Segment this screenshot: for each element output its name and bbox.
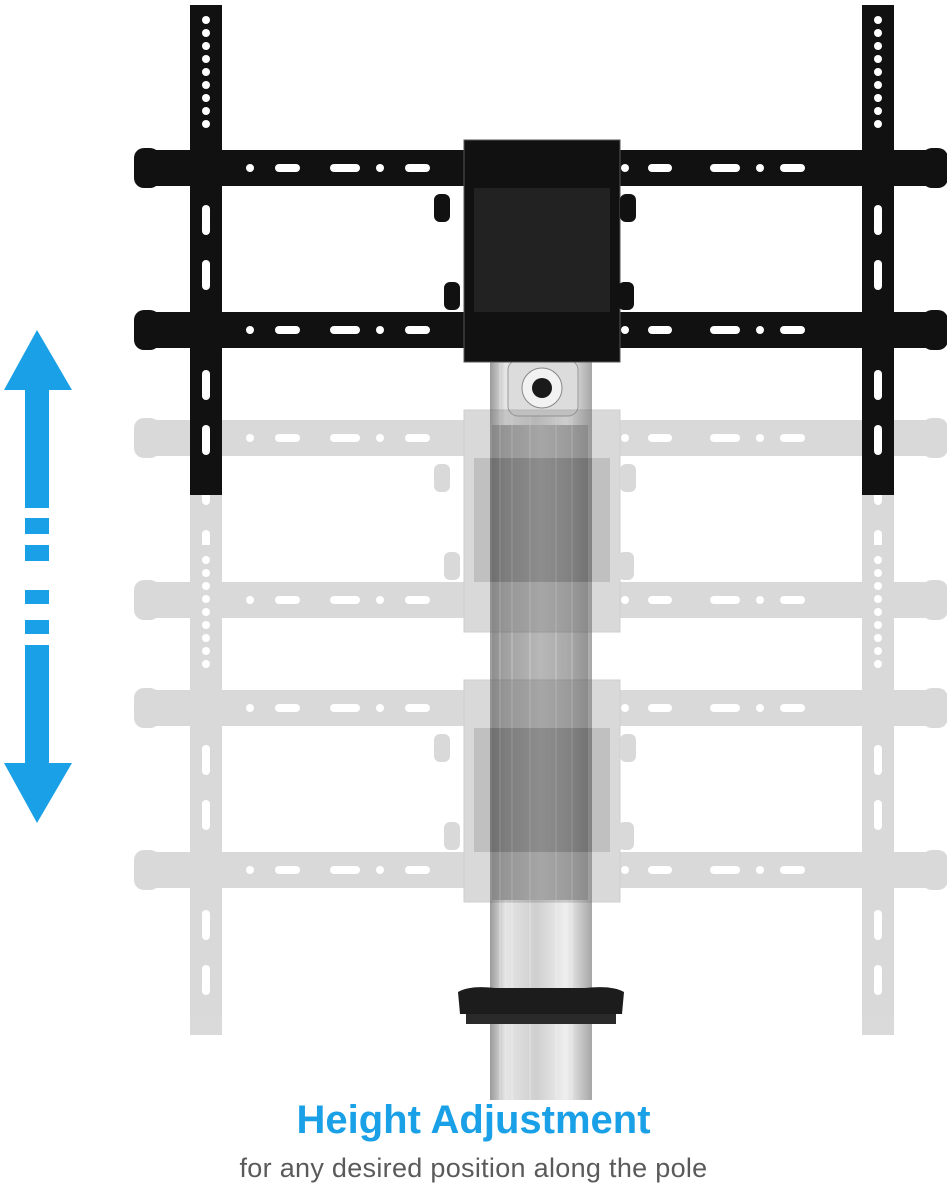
left-vertical-rail (190, 5, 222, 495)
right-vertical-rail (862, 5, 894, 495)
ghost-bracket-positions (134, 275, 947, 1035)
pole-clamp (458, 987, 624, 1024)
pole-knob (507, 359, 579, 417)
caption-title: Height Adjustment (296, 1098, 651, 1142)
double-headed-vertical-arrow-icon (4, 330, 72, 823)
caption-subtitle: for any desired position along the pole (239, 1153, 708, 1183)
tv-mount-bracket (134, 5, 947, 495)
pole (490, 362, 592, 1100)
